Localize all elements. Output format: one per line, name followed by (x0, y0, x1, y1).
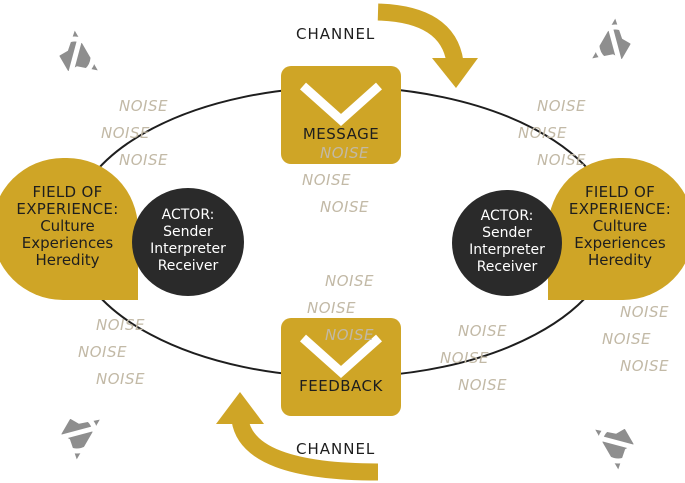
noise-label: NOISE (458, 322, 507, 340)
right-field-title: FIELD OF (584, 183, 656, 201)
noise-label: NOISE (440, 349, 489, 367)
noise-label: NOISE (325, 326, 374, 344)
left-field-item: Experiences (21, 234, 114, 252)
noise-label: NOISE (101, 124, 150, 142)
noise-label: NOISE (307, 299, 356, 317)
right-field-of-experience (548, 158, 685, 300)
noise-label: NOISE (620, 303, 669, 321)
channel-arrowhead-bottom (216, 392, 264, 424)
message-label: MESSAGE (302, 125, 380, 143)
right-actor-title: ACTOR: (480, 208, 534, 224)
muted-speaker-icon (592, 18, 636, 66)
envelope-icon (299, 82, 383, 127)
noise-label: NOISE (320, 198, 369, 216)
channel-label-bottom: CHANNEL (296, 440, 376, 458)
right-field-item: Experiences (574, 234, 666, 252)
envelope-icon (299, 334, 383, 379)
left-actor-role: Sender (163, 224, 213, 240)
left-field-item: Heredity (35, 251, 100, 269)
left-field-text: FIELD OF EXPERIENCE: Culture Experiences… (0, 184, 135, 269)
right-actor-role: Receiver (476, 259, 538, 275)
muted-speaker-icon (595, 422, 639, 470)
right-actor-circle (452, 190, 562, 296)
right-field-title: EXPERIENCE: (568, 200, 672, 218)
right-actor-role: Sender (482, 225, 532, 241)
noise-label: NOISE (302, 171, 351, 189)
left-field-title: FIELD OF (32, 183, 103, 201)
noise-label: NOISE (96, 316, 145, 334)
left-actor-circle (132, 188, 244, 296)
right-field-item: Culture (592, 217, 648, 235)
noise-label: NOISE (537, 151, 586, 169)
noise-label: NOISE (620, 357, 669, 375)
message-envelope: MESSAGE (281, 66, 401, 164)
left-field-title: EXPERIENCE: (16, 200, 119, 218)
left-field-item: Culture (40, 217, 95, 235)
channel-label-top: CHANNEL (296, 25, 376, 43)
noise-label: NOISE (602, 330, 651, 348)
left-actor-role: Interpreter (150, 241, 226, 257)
left-actor-role: Receiver (157, 258, 219, 274)
noise-label: NOISE (537, 97, 586, 115)
left-actor-text: ACTOR: Sender Interpreter Receiver (132, 207, 244, 275)
right-actor-role: Interpreter (469, 242, 545, 258)
right-field-item: Heredity (587, 251, 653, 269)
channel-arrow-top (377, 3, 464, 64)
noise-label: NOISE (119, 97, 168, 115)
left-field-of-experience (0, 158, 138, 300)
noise-label: NOISE (119, 151, 168, 169)
muted-speaker-icon (54, 30, 98, 78)
feedback-label: FEEDBACK (299, 377, 383, 395)
channel-arrow-bottom (231, 418, 379, 481)
noise-label: NOISE (320, 144, 369, 162)
noise-label: NOISE (96, 370, 145, 388)
noise-label: NOISE (78, 343, 127, 361)
noise-label: NOISE (325, 272, 374, 290)
channel-arrowhead-top (432, 58, 478, 88)
feedback-envelope: FEEDBACK (281, 318, 401, 416)
right-field-text: FIELD OF EXPERIENCE: Culture Experiences… (555, 184, 685, 269)
left-actor-title: ACTOR: (161, 207, 215, 223)
noise-label: NOISE (518, 124, 567, 142)
noise-label: NOISE (458, 376, 507, 394)
muted-speaker-icon (56, 412, 100, 460)
right-actor-text: ACTOR: Sender Interpreter Receiver (452, 208, 562, 276)
